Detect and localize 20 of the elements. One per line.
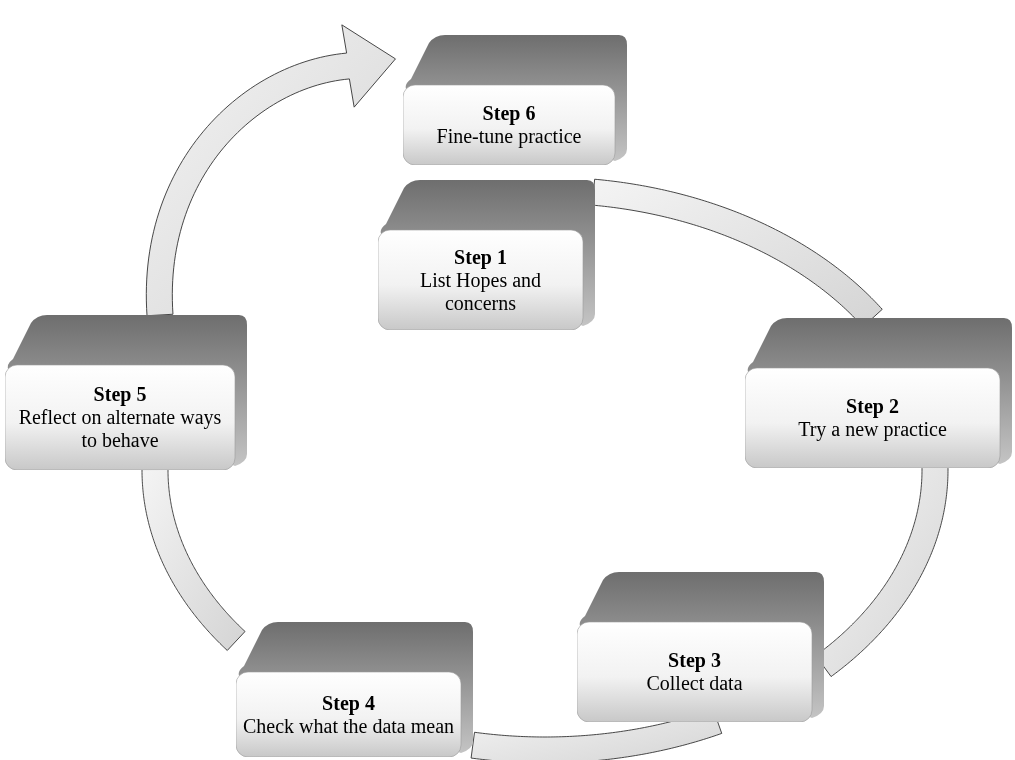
step-block (378, 180, 595, 330)
step-block (236, 622, 473, 757)
step-title: Step 6 (482, 102, 536, 125)
step-description: List Hopes and concerns (418, 268, 543, 315)
step-block (577, 572, 824, 722)
step-description: Collect data (646, 672, 743, 695)
step-title: Step 1 (454, 245, 507, 269)
curved-block-arrow (145, 24, 396, 317)
step-title: Step 5 (93, 383, 147, 406)
step-title: Step 2 (846, 395, 899, 418)
curved-band (141, 469, 246, 651)
step-description: Try a new practice (798, 418, 947, 441)
step-title: Step 4 (322, 691, 375, 715)
step-block (745, 318, 1012, 468)
step-description: Fine-tune practice (436, 125, 582, 148)
step-block (5, 315, 247, 470)
step-description: Check what the data mean (243, 714, 454, 738)
step-description: Reflect on alternate ways to behave (17, 406, 223, 452)
step-block (403, 35, 627, 165)
step-title: Step 3 (668, 649, 721, 672)
